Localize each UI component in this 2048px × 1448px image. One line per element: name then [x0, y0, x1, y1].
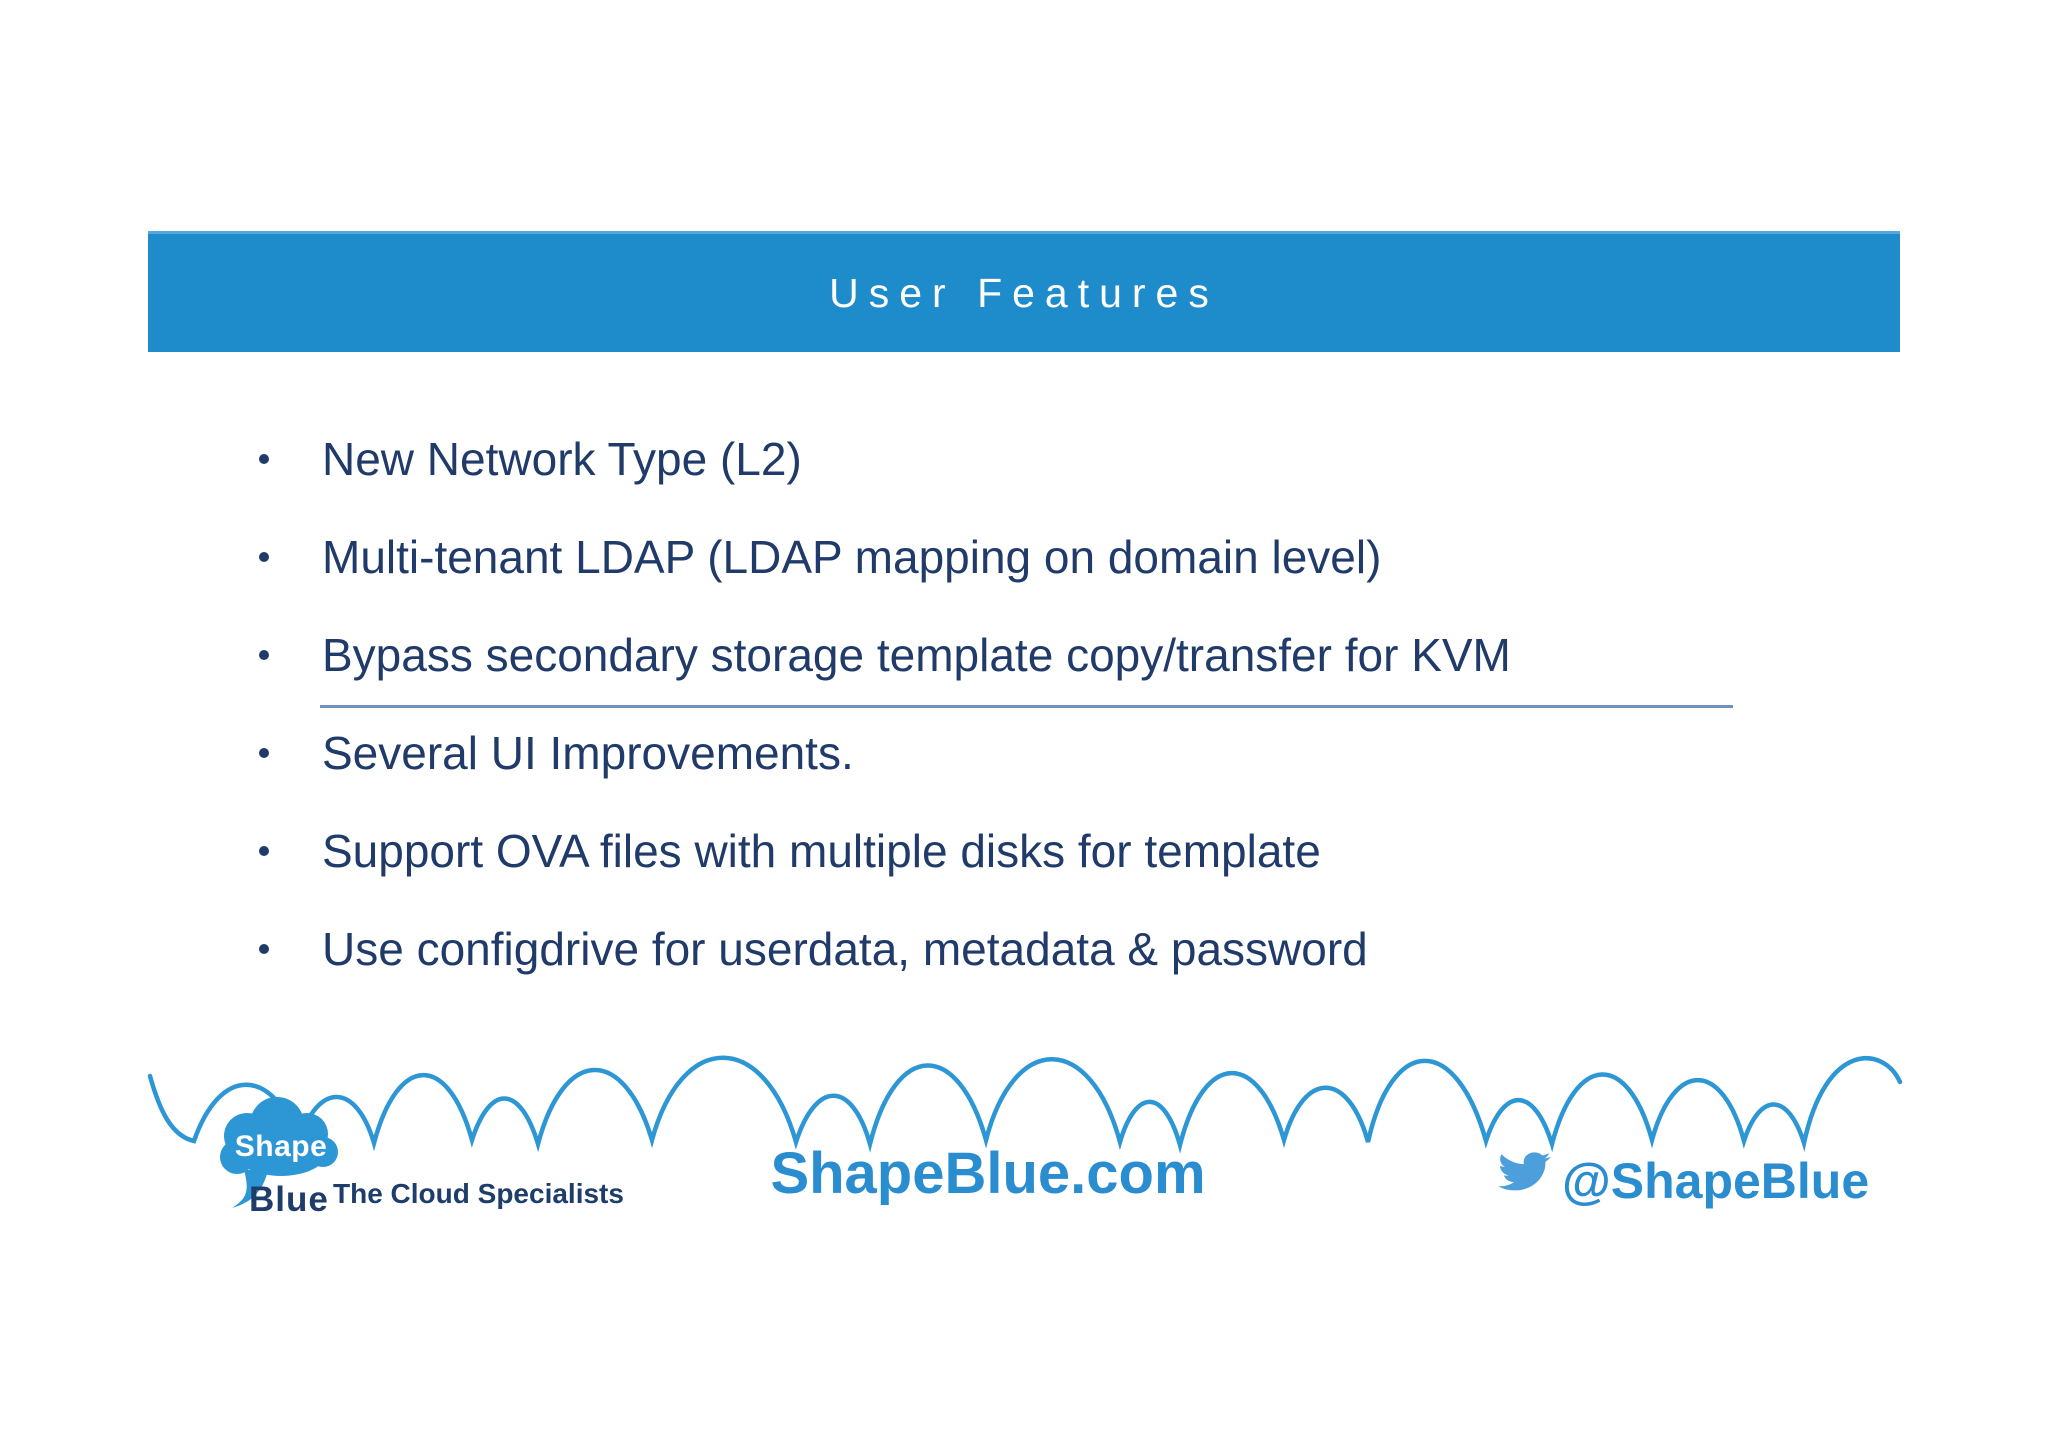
bullet-dot-icon: [259, 552, 269, 562]
list-item: Support OVA files with multiple disks fo…: [259, 802, 1819, 900]
bullet-dot-icon: [259, 650, 269, 660]
feature-text: Support OVA files with multiple disks fo…: [322, 824, 1321, 877]
feature-text: Multi-tenant LDAP (LDAP mapping on domai…: [322, 530, 1382, 583]
feature-text: New Network Type (L2): [322, 432, 802, 485]
logo-shape-label: Shape: [234, 1130, 328, 1163]
list-item: Use configdrive for userdata, metadata &…: [259, 900, 1819, 998]
twitter-bird-icon: [1498, 1152, 1551, 1191]
bullet-dot-icon: [259, 748, 269, 758]
list-item: Multi-tenant LDAP (LDAP mapping on domai…: [259, 508, 1819, 606]
bullet-dot-icon: [259, 944, 269, 954]
feature-list: New Network Type (L2) Multi-tenant LDAP …: [259, 410, 1819, 998]
cloud-scallop-border-icon: [147, 1055, 1903, 1154]
website-link[interactable]: ShapeBlue.com: [770, 1141, 1206, 1206]
logo-blue-label: Blue: [249, 1180, 329, 1219]
twitter-handle[interactable]: @ShapeBlue: [1562, 1153, 1870, 1209]
list-item: New Network Type (L2): [259, 410, 1819, 508]
logo-tagline: The Cloud Specialists: [333, 1178, 624, 1209]
bullet-dot-icon: [259, 846, 269, 856]
page-title: User Features: [829, 269, 1219, 316]
feature-text: Use configdrive for userdata, metadata &…: [322, 922, 1368, 975]
feature-text: Bypass secondary storage template copy/t…: [322, 628, 1511, 681]
bullet-dot-icon: [259, 454, 269, 464]
list-item: Several UI Improvements.: [259, 704, 1819, 802]
title-bar: User Features: [148, 231, 1900, 352]
section-divider: [320, 705, 1733, 708]
list-item: Bypass secondary storage template copy/t…: [259, 606, 1819, 704]
feature-text: Several UI Improvements.: [322, 726, 854, 779]
